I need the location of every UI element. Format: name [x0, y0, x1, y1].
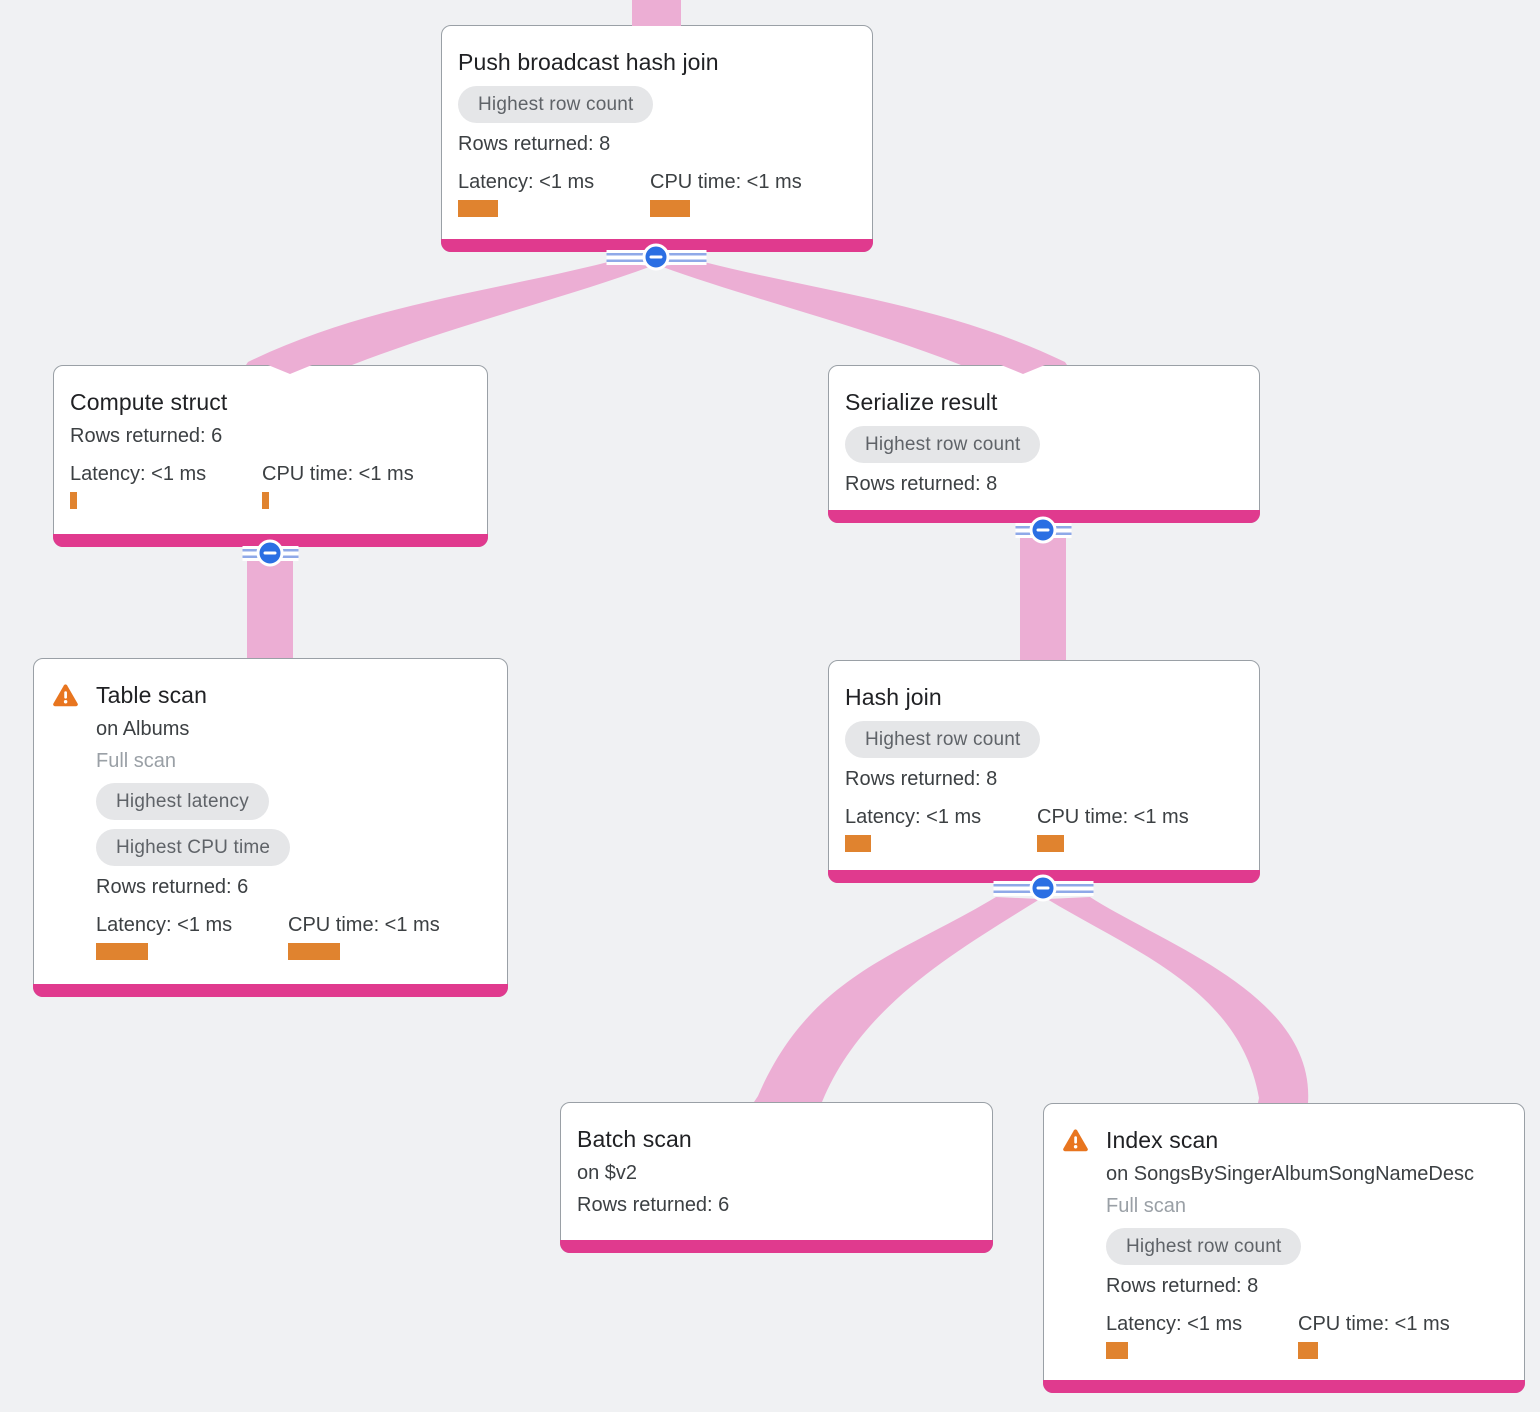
- node-title: Compute struct: [70, 389, 228, 415]
- cpu-time-bar: [650, 200, 690, 217]
- latency-label: Latency: <1 ms: [458, 171, 595, 193]
- cpu-time-label: CPU time: <1 ms: [1037, 806, 1189, 828]
- node-title: Table scan: [96, 682, 207, 708]
- rows-returned-value: Rows returned: 6: [577, 1194, 730, 1216]
- collapse-control-compute[interactable]: [242, 539, 298, 567]
- highest-latency-badge: Highest latency: [96, 783, 269, 820]
- cpu-time-bar: [262, 492, 269, 509]
- node-title: Index scan: [1106, 1127, 1219, 1153]
- edge-serialize-to-hash: [1020, 527, 1066, 660]
- node-accent-bar: [33, 984, 508, 997]
- cpu-time-label: CPU time: <1 ms: [1298, 1313, 1450, 1335]
- latency-bar: [458, 200, 498, 217]
- node-title: Serialize result: [845, 389, 998, 415]
- plan-node-hash-join[interactable]: Hash join Highest row count Rows returne…: [828, 660, 1260, 883]
- metrics-row: Latency: <1 ms CPU time: <1 ms: [70, 461, 471, 509]
- cpu-time-bar: [288, 943, 340, 960]
- collapse-control-hash[interactable]: [993, 874, 1093, 902]
- highest-row-count-badge: Highest row count: [458, 86, 654, 123]
- latency-bar: [96, 943, 148, 960]
- plan-node-table-scan[interactable]: Table scan on Albums Full scan Highest l…: [33, 658, 508, 997]
- highest-row-count-badge: Highest row count: [845, 426, 1041, 463]
- warning-icon: [1062, 1128, 1089, 1153]
- cpu-time-label: CPU time: <1 ms: [288, 914, 440, 936]
- rows-returned-value: Rows returned: 6: [70, 425, 223, 447]
- scan-target: on $v2: [577, 1162, 638, 1184]
- edge-push-to-compute: [246, 262, 652, 374]
- scan-target: on SongsBySingerAlbumSongNameDesc: [1106, 1163, 1474, 1185]
- edge-hash-to-index: [1047, 897, 1309, 1103]
- highest-row-count-badge: Highest row count: [845, 721, 1041, 758]
- collapse-button[interactable]: [1029, 516, 1057, 544]
- cpu-time-label: CPU time: <1 ms: [262, 463, 414, 485]
- latency-label: Latency: <1 ms: [845, 806, 982, 828]
- scan-type: Full scan: [96, 750, 177, 772]
- collapse-button[interactable]: [256, 539, 284, 567]
- collapse-minus-icon: [263, 551, 277, 555]
- node-title: Push broadcast hash join: [458, 49, 719, 75]
- latency-bar: [845, 835, 871, 852]
- rows-returned-value: Rows returned: 8: [1106, 1275, 1259, 1297]
- collapse-minus-icon: [1036, 528, 1050, 532]
- plan-node-compute-struct[interactable]: Compute struct Rows returned: 6 Latency:…: [53, 365, 488, 547]
- collapse-control-push[interactable]: [606, 243, 706, 271]
- edge-root-incoming: [632, 0, 681, 26]
- node-accent-bar: [560, 1240, 993, 1253]
- plan-node-serialize-result[interactable]: Serialize result Highest row count Rows …: [828, 365, 1260, 523]
- metrics-row: Latency: <1 ms CPU time: <1 ms: [96, 912, 491, 960]
- edge-hash-to-batch: [754, 897, 1040, 1102]
- metrics-row: Latency: <1 ms CPU time: <1 ms: [845, 804, 1243, 852]
- plan-node-index-scan[interactable]: Index scan on SongsBySingerAlbumSongName…: [1043, 1103, 1525, 1393]
- warning-icon: [52, 683, 79, 708]
- highest-row-count-badge: Highest row count: [1106, 1228, 1302, 1265]
- collapse-minus-icon: [649, 255, 663, 259]
- node-accent-bar: [1043, 1380, 1525, 1393]
- scan-type: Full scan: [1106, 1195, 1187, 1217]
- latency-label: Latency: <1 ms: [1106, 1313, 1243, 1335]
- cpu-time-label: CPU time: <1 ms: [650, 171, 802, 193]
- rows-returned-value: Rows returned: 8: [845, 768, 998, 790]
- rows-returned-value: Rows returned: 8: [845, 473, 998, 495]
- metrics-row: Latency: <1 ms CPU time: <1 ms: [1106, 1311, 1508, 1359]
- highest-cpu-time-badge: Highest CPU time: [96, 829, 291, 866]
- plan-node-push-broadcast-hash-join[interactable]: Push broadcast hash join Highest row cou…: [441, 25, 873, 252]
- edge-push-to-serialize: [660, 262, 1067, 374]
- rows-returned-value: Rows returned: 6: [96, 876, 249, 898]
- plan-node-batch-scan[interactable]: Batch scan on $v2 Rows returned: 6: [560, 1102, 993, 1253]
- latency-label: Latency: <1 ms: [96, 914, 233, 936]
- node-title: Hash join: [845, 684, 942, 710]
- latency-bar: [1106, 1342, 1128, 1359]
- scan-target: on Albums: [96, 718, 190, 740]
- collapse-control-serialize[interactable]: [1015, 516, 1071, 544]
- cpu-time-bar: [1037, 835, 1064, 852]
- collapse-minus-icon: [1036, 886, 1050, 890]
- cpu-time-bar: [1298, 1342, 1318, 1359]
- metrics-row: Latency: <1 ms CPU time: <1 ms: [458, 169, 856, 217]
- latency-label: Latency: <1 ms: [70, 463, 207, 485]
- node-title: Batch scan: [577, 1126, 692, 1152]
- collapse-button[interactable]: [1029, 874, 1057, 902]
- collapse-button[interactable]: [642, 243, 670, 271]
- latency-bar: [70, 492, 77, 509]
- rows-returned-value: Rows returned: 8: [458, 133, 611, 155]
